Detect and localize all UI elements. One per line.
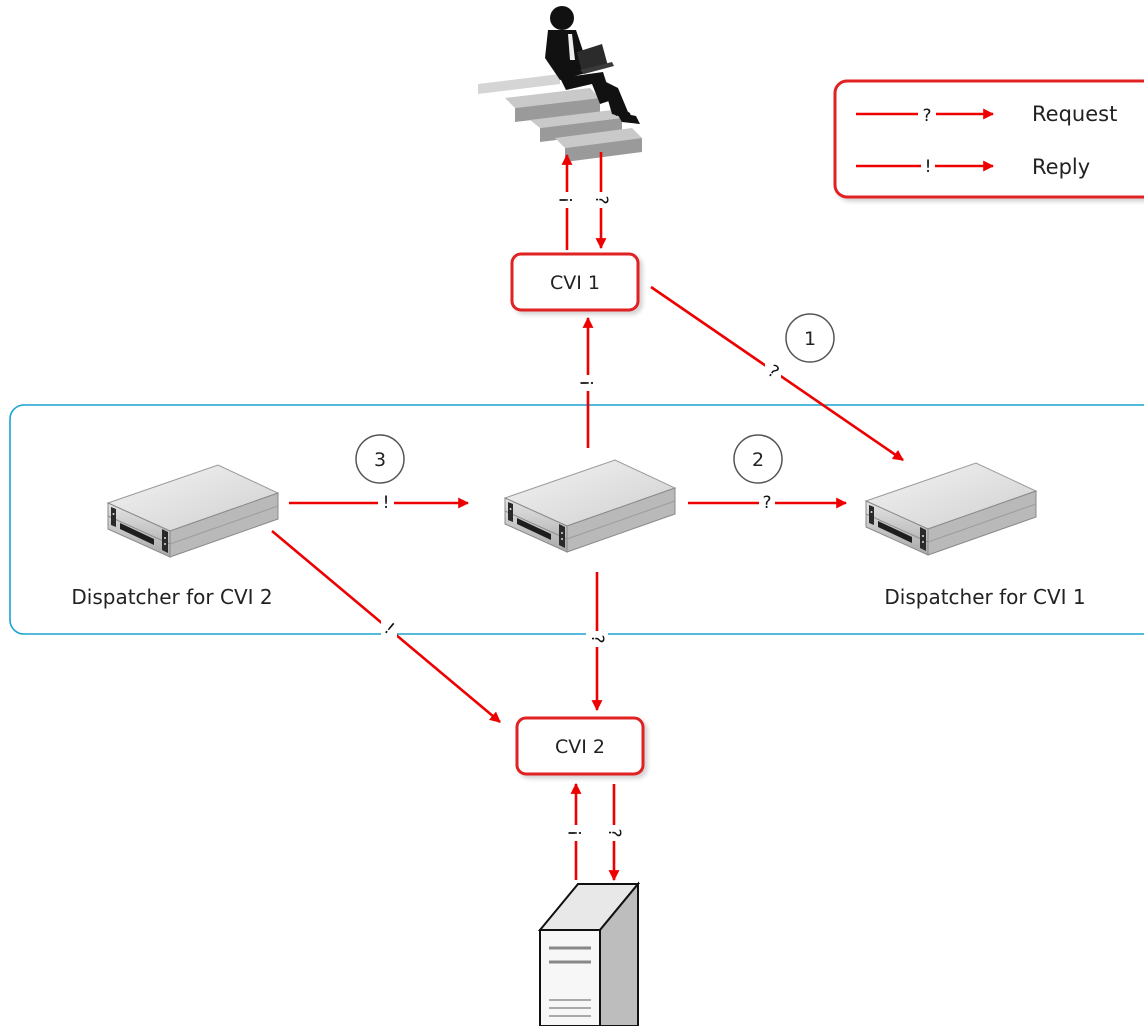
reply-mark-left-horizontal: !: [383, 493, 390, 513]
request-mark-tower-right: ?: [604, 828, 624, 837]
cvi1-label: CVI 1: [550, 272, 600, 294]
step-1: 1: [785, 313, 835, 363]
legend-box: [833, 79, 1144, 199]
server-tower-icon: [537, 881, 641, 1026]
step-1-number: 1: [804, 328, 816, 350]
request-mark-right-horizontal: ?: [762, 493, 771, 513]
legend-request-label: Request: [1032, 102, 1117, 126]
cvi1-node: CVI 1: [510, 252, 640, 312]
dispatcher-cvi2-caption: Dispatcher for CVI 2: [71, 585, 272, 609]
rack-server-icon-right: [865, 462, 1037, 556]
legend-request-mark: ?: [922, 106, 931, 126]
rack-server-icon-left: [107, 464, 279, 558]
reply-mark-center-up: !: [578, 380, 598, 387]
arrow-marks: ! ? ! ? ! ? ! ? ! ?: [378, 192, 782, 841]
rack-server-icon-center: [504, 459, 676, 553]
request-mark-center-down: ?: [587, 634, 607, 643]
step-3: 3: [355, 434, 405, 484]
request-mark-user-right: ?: [591, 195, 611, 204]
step-3-number: 3: [374, 449, 386, 471]
legend-reply-label: Reply: [1032, 155, 1090, 179]
person-with-laptop-icon: [478, 6, 642, 162]
legend-reply-mark: !: [925, 157, 932, 177]
reply-mark-tower-left: !: [566, 830, 586, 837]
cvi2-node: CVI 2: [515, 716, 645, 776]
dispatcher-cvi1-caption: Dispatcher for CVI 1: [884, 585, 1085, 609]
step-2-number: 2: [752, 449, 764, 471]
step-2: 2: [733, 434, 783, 484]
reply-mark-user-left: !: [557, 197, 577, 204]
cvi2-label: CVI 2: [555, 736, 605, 758]
legend: ? Request ! Reply: [833, 79, 1144, 199]
